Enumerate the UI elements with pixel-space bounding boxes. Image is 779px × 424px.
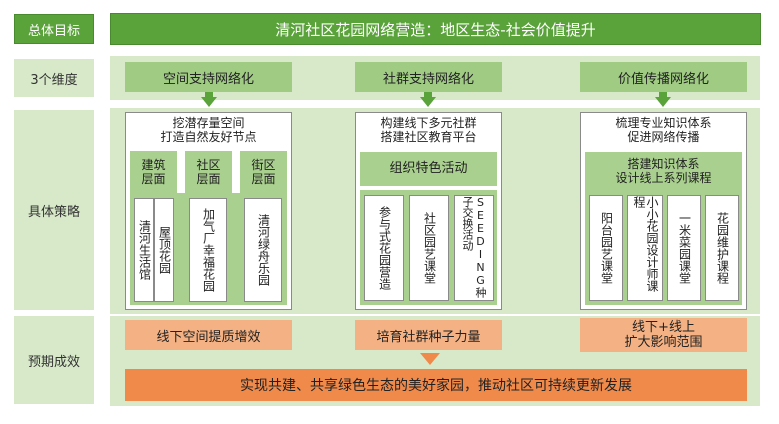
strategy-line: 搭建社区教育平台 <box>380 130 477 144</box>
level-district: 街区层面 <box>240 151 287 193</box>
column-3-strategy: 梳理专业知识体系 促进网络传播 <box>580 112 747 148</box>
strategy-line: 构建线下多元社群 <box>380 116 477 130</box>
item-balcony-gardening-class: 阳台园艺课堂 <box>589 195 623 301</box>
strategy-line: 梳理专业知识体系 <box>615 116 712 130</box>
overall-goal-title: 清河社区花园网络营造：地区生态-社会价值提升 <box>110 13 761 45</box>
level-community: 社区层面 <box>185 151 232 193</box>
column-1-outcome: 线下空间提质增效 <box>125 320 292 350</box>
column-2-outcome: 培育社群种子力量 <box>355 320 502 350</box>
row-label-goal: 总体目标 <box>14 14 94 44</box>
arrow-down-icon <box>201 97 217 107</box>
arrow-stem <box>424 92 432 97</box>
activity-line: 设计线上系列课程 <box>615 171 712 185</box>
item-community-horticulture-class: 社区园艺课堂 <box>409 195 449 301</box>
item-little-garden-designer: 小小花园设计师课程 <box>627 195 663 301</box>
item-happy-garden: 加气厂幸福花园 <box>189 198 227 302</box>
column-2-activity: 组织特色活动 <box>360 152 497 186</box>
column-3-activity: 搭建知识体系 设计线上系列课程 <box>585 152 742 190</box>
arrow-down-icon <box>655 97 671 107</box>
column-2-header: 社群支持网络化 <box>355 62 502 92</box>
strategy-line: 挖潜存量空间 <box>172 116 245 130</box>
column-1-header: 空间支持网络化 <box>125 62 292 92</box>
item-rooftop-garden: 屋顶花园 <box>154 198 174 302</box>
final-goal-bar: 实现共建、共享绿色生态的美好家园，推动社区可持续更新发展 <box>125 369 747 401</box>
item-green-ark-park: 清河绿舟乐园 <box>244 198 282 302</box>
strategy-line: 促进网络传播 <box>627 130 700 144</box>
item-qinghe-living-hall: 清河生活馆 <box>134 198 154 302</box>
row-label-dimensions: 3个维度 <box>14 59 94 97</box>
item-participatory-garden: 参与式花园营造 <box>364 195 404 301</box>
row-label-outcome: 预期成效 <box>14 316 94 404</box>
item-seeding-exchange: SEEDING种子交换活动 <box>454 195 494 301</box>
column-3-outcome: 线下+线上 扩大影响范围 <box>580 318 747 352</box>
activity-line: 搭建知识体系 <box>627 157 700 171</box>
item-garden-maintenance-course: 花园维护课程 <box>705 195 739 301</box>
converge-arrow-icon <box>420 353 440 365</box>
row-label-strategy: 具体策略 <box>14 110 94 310</box>
strategy-line: 打造自然友好节点 <box>160 130 257 144</box>
arrow-stem <box>659 92 667 97</box>
column-2-strategy: 构建线下多元社群 搭建社区教育平台 <box>355 112 502 148</box>
column-3-header: 价值传播网络化 <box>580 62 747 92</box>
outcome-line: 线下+线上 <box>632 320 695 335</box>
column-1-strategy: 挖潜存量空间 打造自然友好节点 <box>125 112 292 148</box>
item-one-meter-vegetable-garden: 一米菜园课堂 <box>667 195 701 301</box>
arrow-down-icon <box>420 97 436 107</box>
level-building: 建筑层面 <box>130 151 177 193</box>
arrow-stem <box>205 92 213 97</box>
outcome-line: 扩大影响范围 <box>624 335 703 350</box>
